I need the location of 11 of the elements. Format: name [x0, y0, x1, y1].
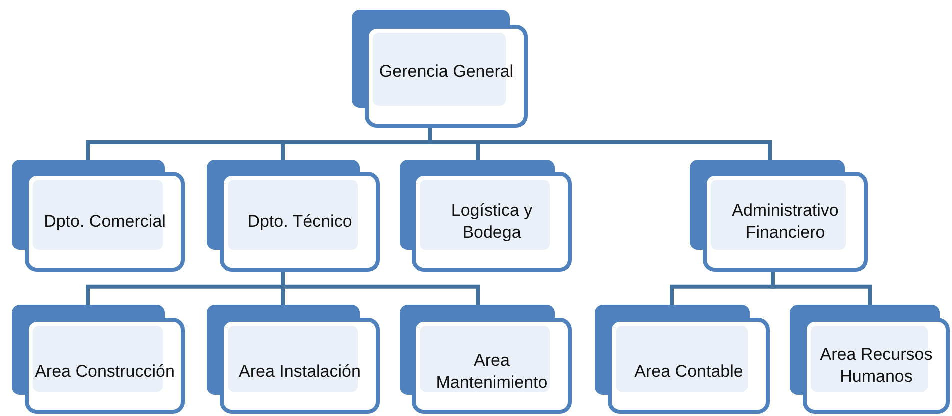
unit-name: Area Recursos Humanos: [819, 344, 934, 388]
unit-name: Dpto. Técnico: [246, 211, 354, 233]
unit-name: Area Instalación: [238, 361, 362, 383]
unit-name: Logística y Bodega: [450, 200, 534, 244]
unit-name: Dpto. Comercial: [43, 211, 167, 233]
unit-name: Area Construcción: [34, 361, 176, 383]
connector-line: [771, 272, 872, 305]
unit-name: Area Contable: [634, 361, 744, 383]
unit-name: Administrativo Financiero: [731, 200, 840, 244]
unit-name: Area Mantenimiento: [435, 350, 549, 394]
unit-name: Gerencia General: [378, 60, 515, 82]
